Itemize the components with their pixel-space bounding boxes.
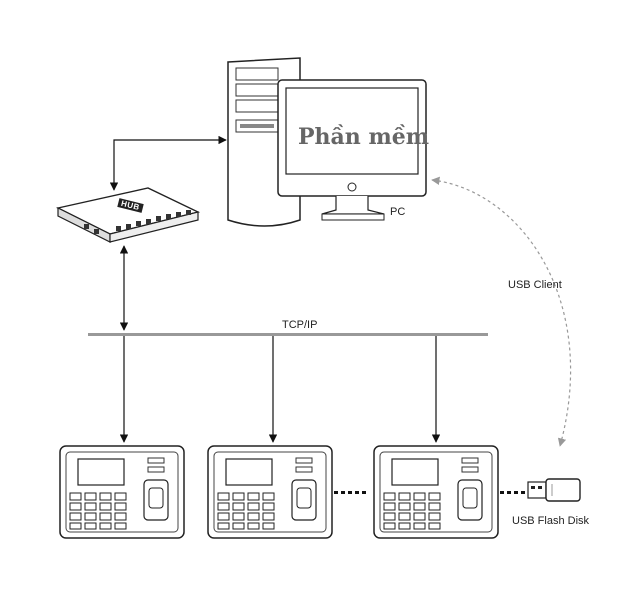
tcpip-label: TCP/IP bbox=[282, 319, 318, 331]
pc-label: PC bbox=[390, 206, 406, 218]
attendance-device-1 bbox=[59, 445, 185, 539]
tcpip-bus bbox=[88, 333, 488, 336]
usb-flash-disk-icon bbox=[527, 478, 581, 502]
usb-client-label: USB Client bbox=[508, 279, 562, 291]
attendance-device-2 bbox=[207, 445, 333, 539]
hub-pc-link bbox=[109, 135, 227, 191]
pc-monitor bbox=[277, 79, 427, 221]
hub-device bbox=[55, 187, 201, 243]
usb-flash-disk-label: USB Flash Disk bbox=[512, 515, 590, 527]
more-devices-dots bbox=[334, 491, 366, 494]
attendance-device-3 bbox=[373, 445, 499, 539]
usb-client-link bbox=[431, 176, 572, 447]
device-usb-dots bbox=[500, 491, 525, 494]
pc-screen-text: Phần mềm bbox=[298, 124, 430, 150]
